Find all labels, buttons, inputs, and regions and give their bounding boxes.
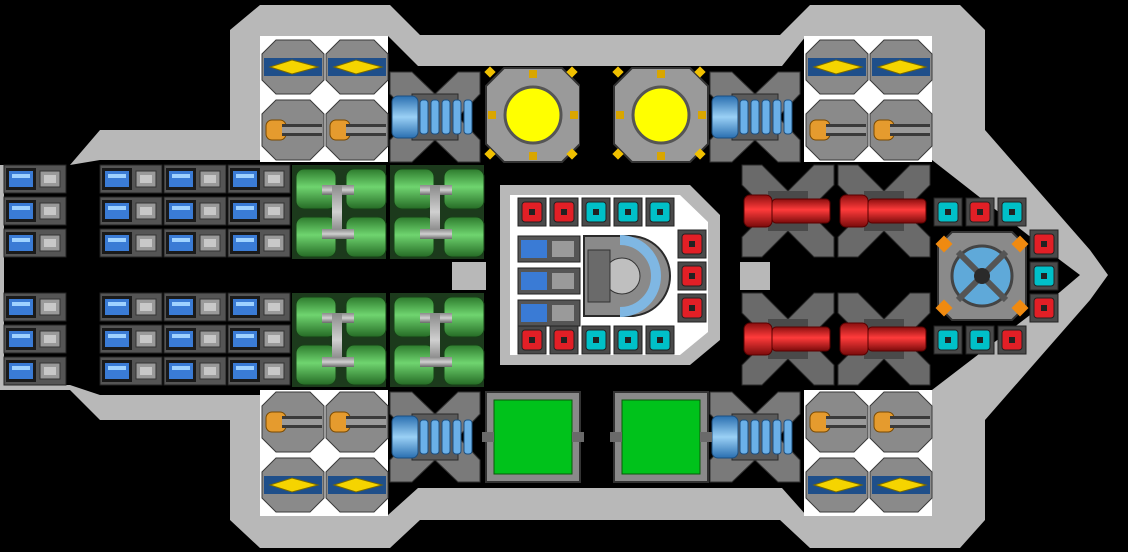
- turret-icon: [261, 99, 325, 161]
- red-cannon-group: [741, 164, 931, 386]
- teal-node-icon: [613, 197, 643, 227]
- battery-cell-icon: [227, 164, 291, 194]
- gyro-group: [261, 39, 933, 513]
- gyro-icon: [805, 39, 869, 95]
- teal-node-icon: [581, 325, 611, 355]
- teal-node-icon: [645, 197, 675, 227]
- turret-icon: [805, 391, 869, 453]
- red-node-icon: [517, 197, 547, 227]
- battery-cell-icon: [99, 324, 163, 354]
- armor-group: [482, 391, 712, 483]
- battery-cell-icon: [99, 164, 163, 194]
- teal-node-icon: [965, 325, 995, 355]
- red-cannon-icon: [741, 164, 835, 258]
- red-node-icon: [677, 293, 707, 323]
- gyro-icon: [325, 457, 389, 513]
- red-node-icon: [517, 325, 547, 355]
- battery-cell-icon: [163, 164, 227, 194]
- battery-cell-icon: [99, 356, 163, 386]
- thruster-icon: [389, 71, 481, 163]
- red-cannon-icon: [837, 164, 931, 258]
- battery-cell-icon: [517, 235, 581, 263]
- red-node-icon: [677, 261, 707, 291]
- teal-node-icon: [933, 197, 963, 227]
- gyro-icon: [261, 39, 325, 95]
- battery-cell-icon: [227, 292, 291, 322]
- battery-cell-icon: [163, 196, 227, 226]
- battery-cell-icon: [3, 196, 67, 226]
- battery-cell-icon: [517, 267, 581, 295]
- red-cannon-icon: [837, 292, 931, 386]
- reactor-group: [484, 66, 709, 163]
- gyro-icon: [869, 39, 933, 95]
- battery-cell-icon: [3, 292, 67, 322]
- reactor-gap: [580, 68, 612, 160]
- turret-icon: [325, 391, 389, 453]
- thruster-group: [389, 71, 801, 483]
- fuel-tank-icon: [390, 165, 485, 259]
- teal-node-icon: [997, 197, 1027, 227]
- turret-icon: [869, 99, 933, 161]
- cockpit-icon: [583, 235, 671, 317]
- thruster-icon: [389, 391, 481, 483]
- battery-cell-icon: [3, 324, 67, 354]
- red-node-icon: [677, 229, 707, 259]
- battery-cell-icon: [99, 228, 163, 258]
- reactor-icon: [484, 66, 581, 163]
- battery-cell-icon: [99, 196, 163, 226]
- corridor-right: [740, 262, 770, 290]
- red-cannon-icon: [741, 292, 835, 386]
- gyro-icon: [805, 457, 869, 513]
- red-node-icon: [549, 197, 579, 227]
- red-node-icon: [1029, 229, 1059, 259]
- node-group: [517, 197, 1059, 355]
- battery-cell-icon: [227, 356, 291, 386]
- battery-cell-icon: [517, 299, 581, 327]
- gyro-icon: [869, 457, 933, 513]
- battery-cell-icon: [3, 356, 67, 386]
- turret-icon: [325, 99, 389, 161]
- armor-block-icon: [482, 391, 584, 483]
- teal-node-icon: [645, 325, 675, 355]
- teal-node-icon: [933, 325, 963, 355]
- battery-cell-icon: [163, 356, 227, 386]
- engine-core: [935, 231, 1029, 321]
- turret-icon: [261, 391, 325, 453]
- battery-cell-icon: [163, 228, 227, 258]
- fuel-tank-icon: [292, 165, 387, 259]
- red-node-icon: [965, 197, 995, 227]
- battery-cell-icon: [163, 292, 227, 322]
- turret-icon: [869, 391, 933, 453]
- turret-icon: [805, 99, 869, 161]
- battery-cell-icon: [227, 196, 291, 226]
- battery-cell-icon: [163, 324, 227, 354]
- red-node-icon: [997, 325, 1027, 355]
- thruster-icon: [709, 71, 801, 163]
- armor-block-icon: [610, 391, 712, 483]
- teal-node-icon: [613, 325, 643, 355]
- corridor-left: [452, 262, 486, 290]
- thruster-icon: [709, 391, 801, 483]
- teal-node-icon: [581, 197, 611, 227]
- fuel-tank-icon: [390, 293, 485, 387]
- fuel-tank-bank: [292, 165, 485, 387]
- teal-node-icon: [1029, 261, 1059, 291]
- fuel-tank-icon: [292, 293, 387, 387]
- battery-cell-icon: [227, 324, 291, 354]
- battery-bank: [3, 164, 291, 386]
- battery-cell-icon: [3, 228, 67, 258]
- red-node-icon: [549, 325, 579, 355]
- battery-cell-icon: [3, 164, 67, 194]
- gyro-icon: [261, 457, 325, 513]
- battery-cell-icon: [227, 228, 291, 258]
- reactor-icon: [612, 66, 709, 163]
- turret-group: [261, 99, 933, 453]
- battery-cell-icon: [99, 292, 163, 322]
- red-node-icon: [1029, 293, 1059, 323]
- gyro-icon: [325, 39, 389, 95]
